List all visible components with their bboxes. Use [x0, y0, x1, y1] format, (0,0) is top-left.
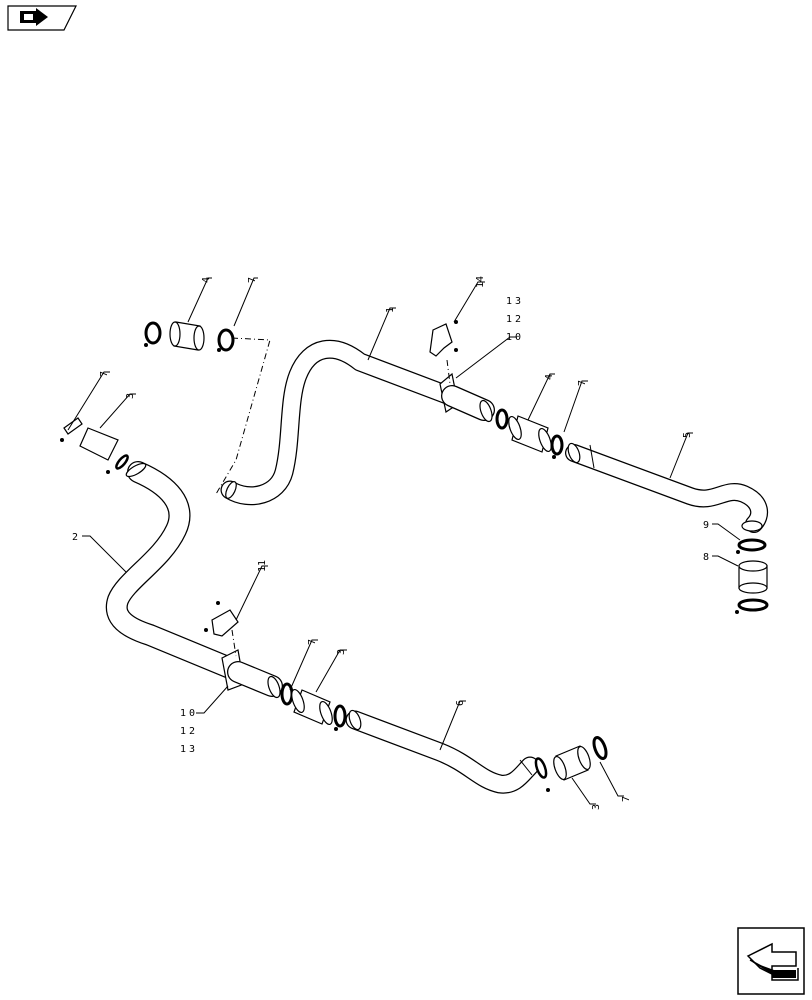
sleeve-4-topleft [169, 321, 205, 351]
pipe-2 [105, 461, 241, 679]
pipe-5 [565, 442, 769, 533]
clamp-7-lower-b [333, 704, 347, 731]
sleeve-8 [738, 560, 768, 594]
next-page-arrow-icon[interactable] [737, 927, 805, 995]
callout-1: 1 [385, 307, 396, 313]
clamp-7-upper-b [550, 434, 564, 459]
callout-7: 7 [247, 277, 258, 283]
clamp-9 [736, 538, 767, 554]
sleeve-4-upper [508, 415, 552, 453]
callout-labels: 4 7 14 13 12 10 1 4 7 5 9 8 7 3 2 11 7 3… [72, 276, 709, 810]
callout-9: 9 [703, 520, 709, 531]
callout-4: 4 [544, 374, 555, 380]
clamp-7-upper-a [495, 408, 509, 430]
clamp-small-left [106, 454, 129, 474]
bracket-11 [204, 601, 239, 657]
callout-2: 2 [72, 532, 78, 543]
callout-7: 7 [577, 380, 588, 386]
callout-10: 10 [180, 708, 198, 719]
callout-7: 7 [99, 371, 110, 377]
assembly-line-a [215, 337, 271, 495]
pipe-1-outlet [441, 385, 495, 423]
clamp-7-topleft-a [144, 321, 162, 347]
callout-10: 10 [506, 332, 524, 343]
sleeve-3-lower [291, 688, 333, 726]
callout-7: 7 [307, 639, 318, 645]
leader-lines [67, 277, 741, 805]
clamp-7-lower-right [735, 598, 769, 614]
clamp-7-left [60, 417, 83, 442]
clamp-7-right [592, 736, 608, 760]
sleeve-3-left [79, 427, 119, 461]
pipe-1 [220, 339, 460, 506]
sleeve-3-right [553, 745, 591, 781]
clamp-7-topleft-b [217, 328, 235, 352]
callout-7: 7 [621, 796, 632, 802]
bracket-14 [429, 320, 458, 385]
callout-14: 14 [475, 276, 486, 288]
clamp-small-right [534, 757, 550, 792]
callout-12: 12 [180, 726, 198, 737]
callout-13: 13 [180, 744, 198, 755]
book-arrow-icon[interactable] [7, 5, 77, 31]
callout-3: 3 [591, 804, 602, 810]
callout-12: 12 [506, 314, 524, 325]
callout-6: 6 [455, 700, 466, 706]
callout-4: 4 [201, 277, 212, 283]
callout-3: 3 [125, 393, 136, 399]
pipe-2-outlet [227, 661, 283, 699]
callout-13: 13 [506, 296, 524, 307]
clamp-7-lower-a [280, 682, 294, 706]
callout-11: 11 [257, 560, 268, 572]
callout-5: 5 [682, 432, 693, 438]
pipe-6 [345, 709, 540, 794]
callout-3: 3 [336, 649, 347, 655]
callout-8: 8 [703, 552, 709, 563]
